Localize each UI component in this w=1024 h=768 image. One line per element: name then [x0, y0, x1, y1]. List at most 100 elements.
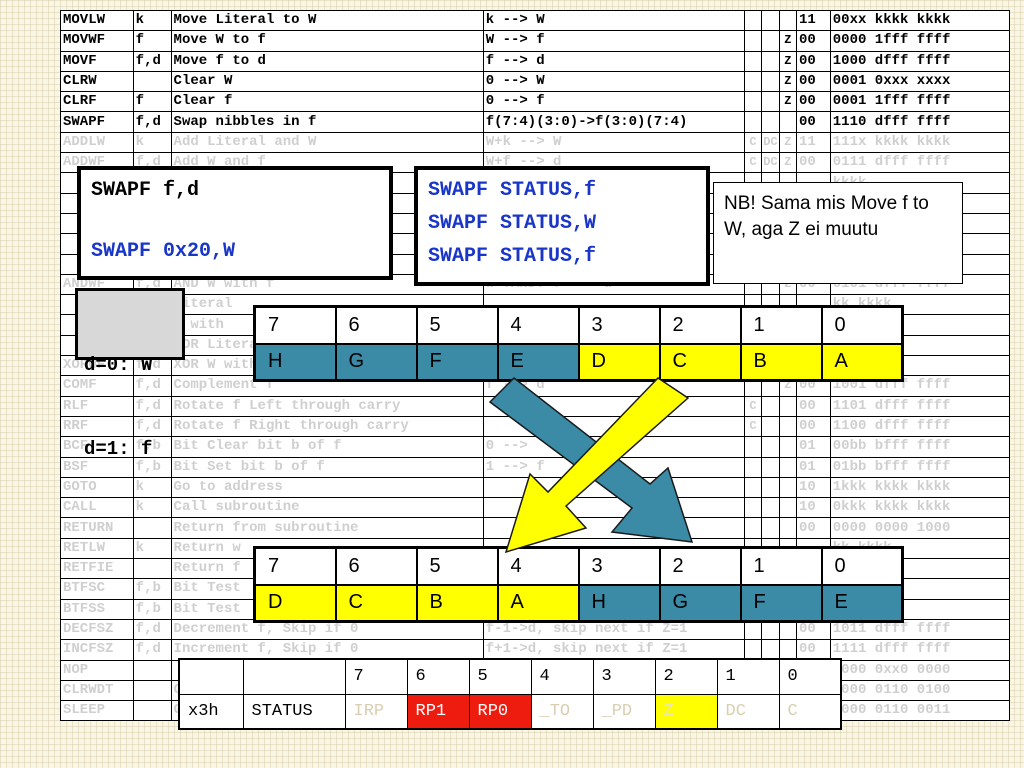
status-bit-pd: _PD [592, 693, 656, 730]
operation-cell [482, 497, 745, 519]
operand-cell: f,b [132, 436, 172, 458]
operation-cell [482, 476, 745, 499]
operation-cell: k --> W [482, 9, 745, 32]
flag-z-cell: Z [778, 70, 798, 93]
description-cell: Clear f [170, 91, 484, 113]
bit-cell: B [739, 342, 823, 382]
status-address: x3h [178, 693, 244, 730]
bit-number: 2 [658, 305, 742, 345]
mnemonic-cell: SWAPF [60, 111, 134, 133]
bit-cell: B [415, 583, 499, 623]
bit-number: 7 [253, 305, 337, 345]
bit-cell: H [577, 583, 661, 623]
operand-cell: f,d [132, 618, 172, 641]
destination-legend: d=0: W d=1: f [75, 288, 185, 460]
flag-dc-cell [761, 70, 780, 93]
description-cell: Add Literal and W [170, 131, 484, 154]
status-empty [242, 658, 346, 695]
bit-cell: D [577, 342, 661, 382]
flag-z-cell: Z [778, 91, 798, 113]
flag-c-cell [743, 476, 763, 499]
flag-dc-cell [761, 111, 780, 133]
mnemonic-cell: BTFSS [60, 598, 134, 620]
operation-cell: f --> d [482, 50, 745, 72]
flag-dc-cell [761, 436, 780, 458]
operand-cell: f,d [132, 639, 172, 661]
flag-dc-cell [761, 476, 780, 499]
opcode-low-cell: 1110 dfff ffff [829, 111, 1011, 133]
status-bit-dc: DC [716, 693, 780, 730]
opcode-low-cell: 111x kkkk kkkk [829, 131, 1011, 154]
operand-cell: f [132, 30, 172, 52]
flag-dc-cell [761, 517, 780, 539]
flag-c-cell [743, 30, 763, 52]
status-bit-number: 6 [406, 658, 470, 695]
status-bit-irp: IRP [344, 693, 408, 730]
bit-cell: C [658, 342, 742, 382]
operand-cell [132, 700, 172, 722]
operation-cell: 0 --> f [482, 91, 745, 113]
description-cell: Increment f, Skip if 0 [170, 639, 484, 661]
operand-cell [132, 70, 172, 93]
description-cell: Go to address [170, 476, 484, 499]
operation-cell [482, 395, 745, 417]
operand-cell: f,b [132, 456, 172, 478]
description-cell: Move Literal to W [170, 9, 484, 32]
operation-cell: 1 --> f [482, 456, 745, 478]
flag-z-cell [778, 639, 798, 661]
operation-cell: W+k --> W [482, 131, 745, 154]
flag-z-cell [778, 497, 798, 519]
note-box: NB! Sama mis Move f to W, aga Z ei muutu [713, 182, 963, 284]
opcode-low-cell: 1100 dfff ffff [829, 415, 1011, 438]
bit-cell: A [820, 342, 904, 382]
bit-cell: E [820, 583, 904, 623]
bit-number: 4 [496, 546, 580, 586]
flag-c-cell: C [743, 131, 763, 154]
bit-cell: F [415, 342, 499, 382]
opcode-high-cell: 00 [796, 70, 831, 93]
mnemonic-cell: MOVWF [60, 30, 134, 52]
opcode-high-cell: 00 [796, 639, 831, 661]
opcode-high-cell: 01 [796, 456, 831, 478]
flag-c-cell: C [743, 415, 763, 438]
opcode-high-cell: 00 [796, 91, 831, 113]
flag-c-cell: C [743, 395, 763, 417]
mnemonic-cell: RLF [60, 395, 134, 417]
flag-z-cell [778, 517, 798, 539]
operation-cell: f(7:4)(3:0)->f(3:0)(7:4) [482, 111, 745, 133]
opcode-high-cell: 00 [796, 30, 831, 52]
opcode-high-cell: 11 [796, 131, 831, 154]
opcode-low-cell: 00xx kkkk kkkk [829, 9, 1011, 32]
operation-cell: f+1->d, skip next if Z=1 [482, 639, 745, 661]
flag-dc-cell: DC [761, 152, 780, 174]
description-cell: Return from subroutine [170, 517, 484, 539]
bits-after-table: 7 6 5 4 3 2 1 0 D C B A H G F E [253, 546, 904, 623]
bit-number: 6 [334, 305, 418, 345]
mnemonic-cell: CLRW [60, 70, 134, 93]
opcode-high-cell: 11 [796, 9, 831, 32]
bit-number: 0 [820, 305, 904, 345]
flag-z-cell [778, 436, 798, 458]
mnemonic-cell: INCFSZ [60, 639, 134, 661]
bit-number: 5 [415, 546, 499, 586]
bit-cell: G [334, 342, 418, 382]
flag-dc-cell [761, 497, 780, 519]
operand-cell: k [132, 131, 172, 154]
flag-c-cell [743, 517, 763, 539]
flag-dc-cell [761, 395, 780, 417]
code-line: SWAPF STATUS,f [428, 245, 597, 268]
flag-dc-cell [761, 30, 780, 52]
opcode-low-cell: 00bb bfff ffff [829, 436, 1011, 458]
status-empty [178, 658, 244, 695]
flag-c-cell [743, 639, 763, 661]
mnemonic-cell: CLRF [60, 91, 134, 113]
operation-cell: W --> f [482, 30, 745, 52]
syntax-box: SWAPF f,d SWAPF 0x20,W [77, 166, 393, 280]
mnemonic-cell: RETURN [60, 517, 134, 539]
